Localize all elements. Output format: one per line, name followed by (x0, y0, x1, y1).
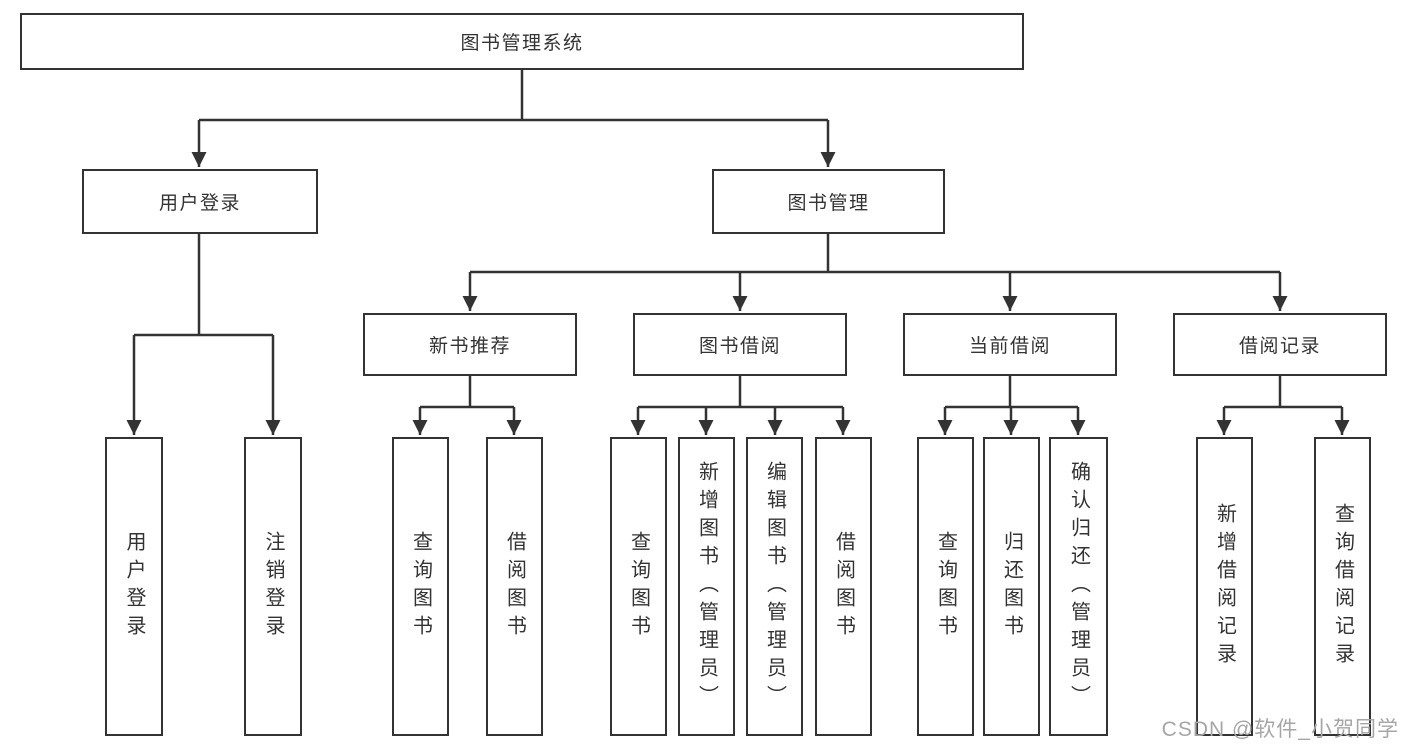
leaf-bb-edit-book-admin-label: 编辑图书（管理员） (763, 460, 786, 713)
leaf-user-login-label: 用户登录 (123, 530, 145, 643)
leaf-logout-label: 注销登录 (262, 530, 284, 643)
node-current-borrowing: 当前借阅 (903, 313, 1117, 376)
leaf-bb-borrow-books: 借阅图书 (815, 437, 872, 736)
leaf-cb-return-books: 归还图书 (983, 437, 1040, 736)
node-book-borrowing: 图书借阅 (633, 313, 847, 376)
leaf-bb-query-books-label: 查询图书 (627, 530, 650, 643)
node-user-login-label: 用户登录 (158, 193, 241, 214)
leaf-bb-edit-book-admin: 编辑图书（管理员） (746, 437, 803, 736)
leaf-bb-borrow-books-label: 借阅图书 (832, 530, 855, 643)
csdn-watermark: CSDN @软件_小贺同学 (1161, 718, 1399, 741)
node-current-borrowing-label: 当前借阅 (968, 336, 1051, 357)
leaf-nbr-query-books: 查询图书 (392, 437, 449, 736)
node-book-management: 图书管理 (712, 169, 945, 234)
node-borrowing-records: 借阅记录 (1173, 313, 1387, 376)
leaf-cb-query-books-label: 查询图书 (934, 530, 957, 643)
node-new-book-recommendation: 新书推荐 (363, 313, 577, 376)
leaf-nbr-borrow-books-label: 借阅图书 (503, 530, 526, 643)
leaf-br-query-record-label: 查询借阅记录 (1331, 502, 1354, 671)
leaf-nbr-borrow-books: 借阅图书 (486, 437, 543, 736)
leaf-nbr-query-books-label: 查询图书 (409, 530, 432, 643)
node-borrowing-records-label: 借阅记录 (1238, 336, 1321, 357)
node-root: 图书管理系统 (20, 13, 1024, 70)
node-user-login: 用户登录 (82, 169, 318, 234)
leaf-br-add-record-label: 新增借阅记录 (1213, 502, 1236, 671)
node-root-label: 图书管理系统 (460, 33, 584, 54)
node-book-management-label: 图书管理 (787, 193, 870, 214)
leaf-cb-return-books-label: 归还图书 (1000, 530, 1023, 643)
node-new-book-recommendation-label: 新书推荐 (428, 336, 511, 357)
leaf-cb-confirm-return-admin: 确认归还（管理员） (1049, 437, 1108, 736)
leaf-cb-confirm-return-admin-label: 确认归还（管理员） (1067, 460, 1090, 713)
node-book-borrowing-label: 图书借阅 (698, 336, 781, 357)
leaf-bb-add-book-admin-label: 新增图书（管理员） (695, 460, 718, 713)
leaf-logout: 注销登录 (244, 437, 302, 736)
leaf-user-login: 用户登录 (105, 437, 163, 736)
leaf-bb-query-books: 查询图书 (610, 437, 667, 736)
leaf-cb-query-books: 查询图书 (917, 437, 974, 736)
leaf-br-query-record: 查询借阅记录 (1314, 437, 1371, 736)
leaf-bb-add-book-admin: 新增图书（管理员） (678, 437, 735, 736)
leaf-br-add-record: 新增借阅记录 (1196, 437, 1253, 736)
